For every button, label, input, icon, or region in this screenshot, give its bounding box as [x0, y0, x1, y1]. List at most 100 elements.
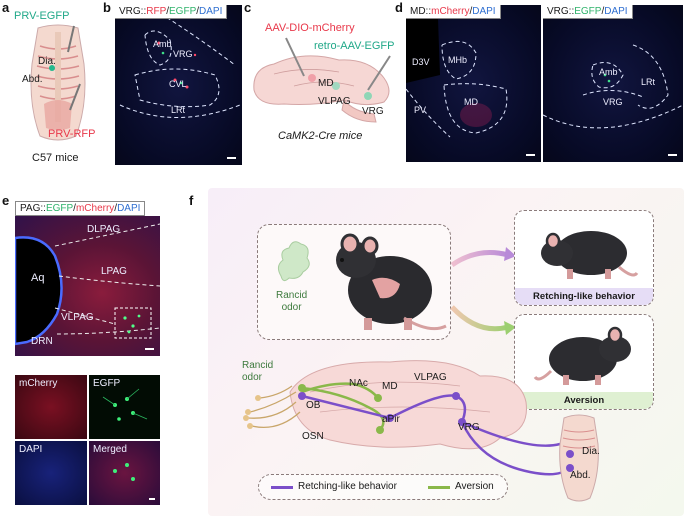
- lrt-label: LRt: [171, 105, 186, 115]
- cvl-label: CVL: [169, 79, 187, 89]
- amb-label: Amb: [153, 39, 172, 49]
- rancid-odor-top-label: Rancid odor: [276, 290, 307, 314]
- lrt-label-d: LRt: [641, 77, 656, 87]
- aversion-label: Aversion: [515, 392, 653, 409]
- vrg-label: VRG: [173, 49, 193, 59]
- panel-c-letter: c: [244, 0, 252, 15]
- brain-illustration: [253, 37, 391, 123]
- dapi-tile-label: DAPI: [19, 444, 43, 455]
- osn-label: OSN: [302, 431, 324, 442]
- panel-e-egfp-tile: EGFP: [89, 375, 160, 439]
- panel-d-right-micrograph: VRG::EGFP/DAPI Amb LRt VRG: [543, 5, 683, 162]
- egfp-cells: [102, 388, 148, 421]
- torso-illustration-f: [559, 414, 599, 502]
- egfp-tile-label: EGFP: [93, 378, 121, 389]
- retching-label: Retching-like behavior: [515, 288, 653, 305]
- sep: /: [73, 203, 76, 214]
- panel-d-left-title: MD::mCherry/DAPI: [406, 5, 501, 19]
- panel-e-main-micrograph: DLPAG Aq LPAG VLPAG DRN: [15, 216, 160, 356]
- dlpag-label: DLPAG: [87, 224, 121, 235]
- md-label-d: MD: [464, 97, 478, 107]
- retro-aav-label: retro-AAV-EGFP: [314, 40, 395, 52]
- rancid-odor-cloud-icon: [277, 241, 310, 282]
- prv-rfp-label: PRV-RFP: [48, 128, 96, 140]
- panel-b-title-prefix: VRG::: [119, 6, 147, 17]
- retching-mouse-illustration: [541, 231, 639, 279]
- aversion-box: Aversion: [514, 314, 654, 410]
- merged-cells: [113, 463, 135, 481]
- aav-dio-label: AAV-DIO-mCherry: [265, 22, 355, 34]
- panel-b-title-dapi: DAPI: [199, 6, 223, 17]
- scale-bar: [227, 157, 236, 159]
- ob-label: OB: [306, 400, 321, 411]
- pv-label: PV: [414, 105, 427, 115]
- camk2-mice-label: CaMK2-Cre mice: [278, 130, 362, 142]
- retching-box: Retching-like behavior: [514, 210, 654, 306]
- outcome-arrows: [450, 247, 516, 335]
- drn-label: DRN: [31, 336, 53, 347]
- scale-bar: [149, 498, 155, 500]
- panel-d-letter: d: [395, 0, 403, 15]
- aq-label: Aq: [31, 272, 45, 284]
- sep: /: [196, 6, 200, 17]
- sep: /: [114, 203, 118, 214]
- panel-b-title-egfp: EGFP: [169, 6, 197, 17]
- mhb-label: MHb: [448, 55, 468, 65]
- abd-label-f: Abd.: [570, 470, 591, 481]
- sep: /: [469, 6, 473, 17]
- nac-label: NAc: [349, 378, 368, 389]
- circuit-diagram: [243, 360, 569, 476]
- panel-d-left-micrograph: MD::mCherry/DAPI D3V MHb PV MD: [406, 5, 541, 162]
- odor-word-2: odor: [242, 372, 263, 383]
- panel-e-title-dapi: DAPI: [117, 203, 141, 214]
- legend-retching-label: Retching-like behavior: [298, 481, 397, 492]
- legend-box: [258, 474, 508, 500]
- sep: /: [166, 6, 170, 17]
- c57-mice-label: C57 mice: [32, 152, 79, 164]
- panel-d-left-outlines: [406, 19, 508, 138]
- panel-f-letter: f: [189, 193, 194, 208]
- apir-label: aPir: [382, 414, 400, 425]
- panel-d-left-mcherry: mCherry: [431, 6, 470, 17]
- vrg-label-f: VRG: [458, 422, 480, 433]
- panel-e-outlines: [15, 223, 160, 346]
- panel-e-mcherry-tile: mCherry: [15, 375, 87, 439]
- vlpag-label-e: VLPAG: [61, 312, 94, 323]
- panel-e-dapi-tile: DAPI: [15, 441, 87, 505]
- panel-d-left-prefix: MD::: [410, 6, 432, 17]
- panel-b-outlines: [119, 9, 241, 118]
- panel-d-right-prefix: VRG::: [547, 6, 575, 17]
- rancid-word-2: Rancid: [242, 360, 274, 371]
- scale-bar: [145, 348, 154, 350]
- scale-bar: [526, 154, 535, 156]
- mcherry-tile-label: mCherry: [19, 378, 58, 389]
- panel-e-title-egfp: EGFP: [45, 203, 74, 214]
- legend-retching-line: [271, 486, 293, 489]
- panel-e-title: PAG::EGFP/mCherry/DAPI: [15, 201, 146, 216]
- panel-d-right-dapi: DAPI: [604, 6, 628, 17]
- vrg-label-c: VRG: [362, 106, 384, 117]
- legend-aversion-line: [428, 486, 450, 489]
- panel-d-right-egfp: EGFP: [574, 6, 602, 17]
- panel-d-right-outlines: [543, 44, 683, 129]
- vlpag-label-c: VLPAG: [318, 96, 351, 107]
- mouse-torso-illustration: [30, 24, 86, 141]
- dia-label: Dia.: [38, 56, 56, 67]
- vrg-label-d: VRG: [603, 97, 623, 107]
- scale-bar: [668, 154, 677, 156]
- panel-e-merged-tile: Merged: [89, 441, 160, 505]
- md-label-f: MD: [382, 381, 398, 392]
- sep: /: [601, 6, 605, 17]
- lpag-label: LPAG: [101, 266, 127, 277]
- odor-word: odor: [281, 302, 302, 313]
- aversion-mouse-illustration: [533, 326, 631, 385]
- panel-b-micrograph: VRG::RFP/EGFP/DAPI Amb VRG CVL LRt: [115, 5, 242, 165]
- mouse-standing-illustration: [336, 233, 447, 331]
- panel-e-title-prefix: PAG::: [20, 203, 46, 214]
- panel-a-letter: a: [2, 0, 10, 15]
- panel-d-right-title: VRG::EGFP/DAPI: [543, 5, 633, 19]
- merged-tile-label: Merged: [93, 444, 127, 455]
- panel-b-title-rfp: RFP: [146, 6, 167, 17]
- legend-aversion-label: Aversion: [455, 481, 494, 492]
- panel-b-title: VRG::RFP/EGFP/DAPI: [115, 5, 228, 19]
